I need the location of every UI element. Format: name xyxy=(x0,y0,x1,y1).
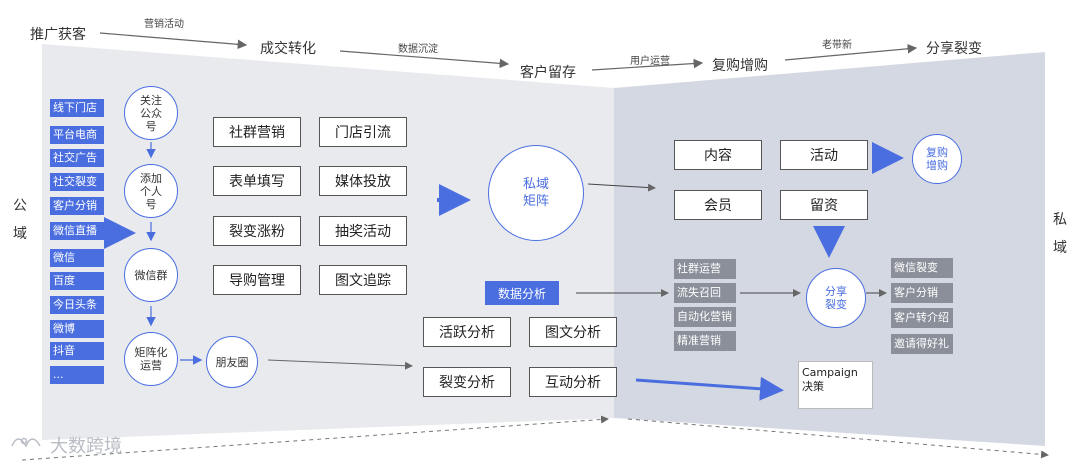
campaign-title: Campaign xyxy=(802,366,858,379)
analysis-box: 图文分析 xyxy=(529,317,617,347)
retention-box: 会员 xyxy=(674,190,762,220)
arrow-label-user-ops: 用户运营 xyxy=(630,56,670,67)
channel-item: ... xyxy=(50,366,104,384)
tactic-box: 表单填写 xyxy=(213,166,301,196)
channel-item: 客户分销 xyxy=(50,197,104,215)
private-matrix-node: 私域矩阵 xyxy=(488,145,584,241)
follow-account-node: 关注公众号 xyxy=(124,86,178,140)
data-analysis-label: 数据分析 xyxy=(485,281,559,305)
channel-item: 微信直播 xyxy=(50,222,104,240)
channel-item: 百度 xyxy=(50,272,104,290)
channel-item: 社交广告 xyxy=(50,149,104,167)
share-tag: 邀请得好礼 xyxy=(891,334,953,354)
channel-item: 线下门店 xyxy=(50,99,104,117)
arrow-label-data: 数据沉淀 xyxy=(398,44,438,55)
tactic-box: 裂变涨粉 xyxy=(213,216,301,246)
wechat-group-node: 微信群 xyxy=(124,248,178,302)
channel-item: 微博 xyxy=(50,320,104,338)
arrow-label-referral: 老带新 xyxy=(822,40,852,51)
stage-share: 分享裂变 xyxy=(926,41,982,57)
channel-item: 社交裂变 xyxy=(50,173,104,191)
tactic-box: 社群营销 xyxy=(213,117,301,147)
stage-repurchase: 复购增购 xyxy=(712,58,768,74)
channel-item: 抖音 xyxy=(50,342,104,360)
channel-item: 平台电商 xyxy=(50,126,104,144)
retention-box: 留资 xyxy=(780,190,868,220)
matrix-ops-node: 矩阵化运营 xyxy=(124,332,178,386)
retention-box: 活动 xyxy=(780,140,868,170)
logo-icon xyxy=(11,437,41,448)
private-domain-label: 私域 xyxy=(1053,212,1067,256)
tactic-box: 导购管理 xyxy=(213,265,301,295)
stage-retention: 客户留存 xyxy=(520,65,576,81)
campaign-decision-box: Campaign 决策 xyxy=(798,361,873,409)
tactic-box: 抽奖活动 xyxy=(319,216,407,246)
retention-box: 内容 xyxy=(674,140,762,170)
stage-acquisition: 推广获客 xyxy=(30,27,86,43)
tactic-box: 图文追踪 xyxy=(319,265,407,295)
add-personal-node: 添加个人号 xyxy=(124,164,178,218)
moments-node: 朋友圈 xyxy=(206,336,258,388)
repurchase-node: 复购增购 xyxy=(912,134,962,184)
share-tag: 微信裂变 xyxy=(891,258,953,278)
campaign-subtitle: 决策 xyxy=(802,380,824,393)
channel-item: 微信 xyxy=(50,249,104,267)
analysis-box: 互动分析 xyxy=(529,367,617,397)
channel-item: 今日头条 xyxy=(50,296,104,314)
stage-conversion: 成交转化 xyxy=(260,41,316,57)
tactic-box: 媒体投放 xyxy=(319,166,407,196)
analysis-box: 裂变分析 xyxy=(423,367,511,397)
arrow-label-marketing: 营销活动 xyxy=(144,19,184,30)
ops-tag: 社群运营 xyxy=(674,259,736,279)
ops-tag: 精准营销 xyxy=(674,331,736,351)
ops-tag: 自动化营销 xyxy=(674,307,736,327)
tactic-box: 门店引流 xyxy=(319,117,407,147)
public-domain-label: 公域 xyxy=(13,198,27,242)
share-node: 分享裂变 xyxy=(806,268,866,328)
logo-text: 大数跨境 xyxy=(50,436,122,457)
share-tag: 客户转介绍 xyxy=(891,308,953,328)
analysis-box: 活跃分析 xyxy=(423,317,511,347)
ops-tag: 流失召回 xyxy=(674,283,736,303)
share-tag: 客户分销 xyxy=(891,283,953,303)
